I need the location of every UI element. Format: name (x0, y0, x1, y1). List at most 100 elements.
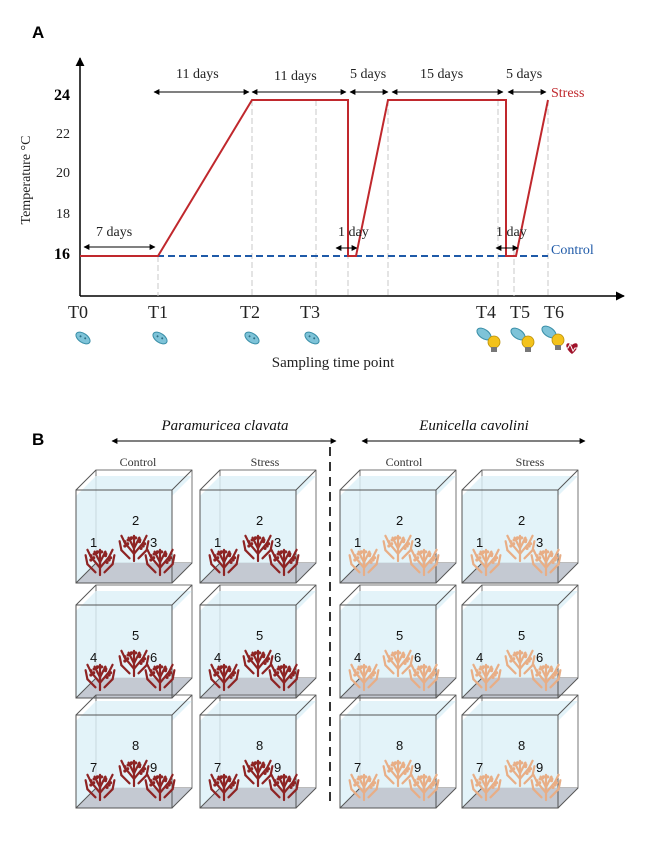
bacteria-icon (244, 331, 260, 345)
bacteria-icon (152, 331, 168, 345)
colony-number: 6 (414, 650, 421, 665)
coral-colony (118, 759, 150, 788)
colony-number: 5 (518, 628, 525, 643)
bacteria-icon (75, 331, 91, 345)
colony-number: 5 (396, 628, 403, 643)
colony-number: 4 (90, 650, 97, 665)
coral-colony (242, 534, 274, 563)
timepoint-t6: T6 (544, 302, 564, 322)
coral-colony (84, 548, 116, 577)
coral-colony (470, 663, 502, 692)
coral-colony (144, 773, 176, 802)
duration-7-days: 7 days (96, 225, 132, 240)
colony-number: 2 (256, 513, 263, 528)
stress-line (80, 99, 549, 257)
colony-number: 3 (150, 535, 157, 550)
colony-number: 3 (274, 535, 281, 550)
heart-rate-icon (563, 342, 581, 354)
coral-colony (470, 773, 502, 802)
treatment-label-stress-2: Stress (516, 455, 545, 469)
timepoint-t3: T3 (300, 302, 320, 322)
timepoint-guides (157, 100, 549, 296)
colony-number: 7 (354, 760, 361, 775)
colony-number: 9 (150, 760, 157, 775)
coral-colony (470, 548, 502, 577)
aquarium-tank: 1 23 (461, 469, 579, 584)
colony-number: 1 (476, 535, 483, 550)
aquarium-tank: 123 (75, 469, 193, 584)
species-eunicella: Eunicella cavolini (418, 418, 529, 434)
timepoint-t2: T2 (240, 302, 260, 322)
bacteria-icons (75, 325, 557, 345)
coral-colony (382, 649, 414, 678)
aquarium-tank: 7 89 (75, 694, 193, 809)
duration-1-day-a: 1 day (338, 225, 369, 240)
colony-number: 8 (518, 738, 525, 753)
duration-11-days-a: 11 days (176, 67, 219, 82)
y-tick-18: 18 (56, 207, 70, 222)
treatment-label-control-2: Control (386, 455, 423, 469)
aquarium-tank: 7 89 (339, 694, 457, 809)
colony-number: 1 (90, 535, 97, 550)
x-axis-label: Sampling time point (272, 355, 395, 371)
coral-colony (144, 548, 176, 577)
coral-colony (208, 548, 240, 577)
coral-colony (208, 773, 240, 802)
colony-number: 7 (476, 760, 483, 775)
coral-colony (208, 663, 240, 692)
aquarium-tank: 456 (339, 584, 457, 699)
coral-colony (408, 773, 440, 802)
colony-number: 9 (414, 760, 421, 775)
coral-colony (348, 548, 380, 577)
colony-number: 3 (414, 535, 421, 550)
aquarium-tank: 123 (339, 469, 457, 584)
colony-number: 8 (132, 738, 139, 753)
colony-number: 7 (214, 760, 221, 775)
colony-number: 2 (518, 513, 525, 528)
coral-colony (408, 663, 440, 692)
aquarium-tank: 4 56 (461, 584, 579, 699)
coral-colony (504, 534, 536, 563)
coral-colony (530, 663, 562, 692)
coral-colony (118, 649, 150, 678)
coral-colony (348, 773, 380, 802)
duration-1-day-b: 1 day (496, 225, 527, 240)
colony-number: 1 (214, 535, 221, 550)
aquarium-tank: 789 (461, 694, 579, 809)
coral-colony (268, 548, 300, 577)
aquarium-tank: 4 56 (75, 584, 193, 699)
colony-number: 9 (274, 760, 281, 775)
coral-colony (84, 663, 116, 692)
timepoint-t4: T4 (476, 302, 496, 322)
colony-number: 8 (256, 738, 263, 753)
coral-colony (268, 663, 300, 692)
colony-number: 4 (476, 650, 483, 665)
aquarium-tank: 7 89 (199, 694, 317, 809)
coral-colony (242, 649, 274, 678)
aquarium-tank: 456 (199, 584, 317, 699)
coral-colony (504, 759, 536, 788)
aquarium-tank: 1 23 (199, 469, 317, 584)
treatment-label-stress-1: Stress (251, 455, 280, 469)
lightbulb-icons (487, 333, 565, 352)
coral-colony (118, 534, 150, 563)
panel-b-label: B (32, 430, 44, 449)
timepoint-t0: T0 (68, 302, 88, 322)
colony-number: 7 (90, 760, 97, 775)
coral-colony (348, 663, 380, 692)
coral-colony (268, 773, 300, 802)
timepoint-t5: T5 (510, 302, 530, 322)
colony-number: 5 (132, 628, 139, 643)
stress-series-label: Stress (551, 86, 584, 101)
treatment-label-control-1: Control (120, 455, 157, 469)
colony-number: 2 (396, 513, 403, 528)
colony-number: 8 (396, 738, 403, 753)
lightbulb-icon (521, 335, 535, 352)
duration-11-days-b: 11 days (274, 69, 317, 84)
panel-a-label: A (32, 23, 44, 42)
colony-number: 6 (150, 650, 157, 665)
colony-number: 6 (536, 650, 543, 665)
coral-colony (504, 649, 536, 678)
colony-number: 3 (536, 535, 543, 550)
